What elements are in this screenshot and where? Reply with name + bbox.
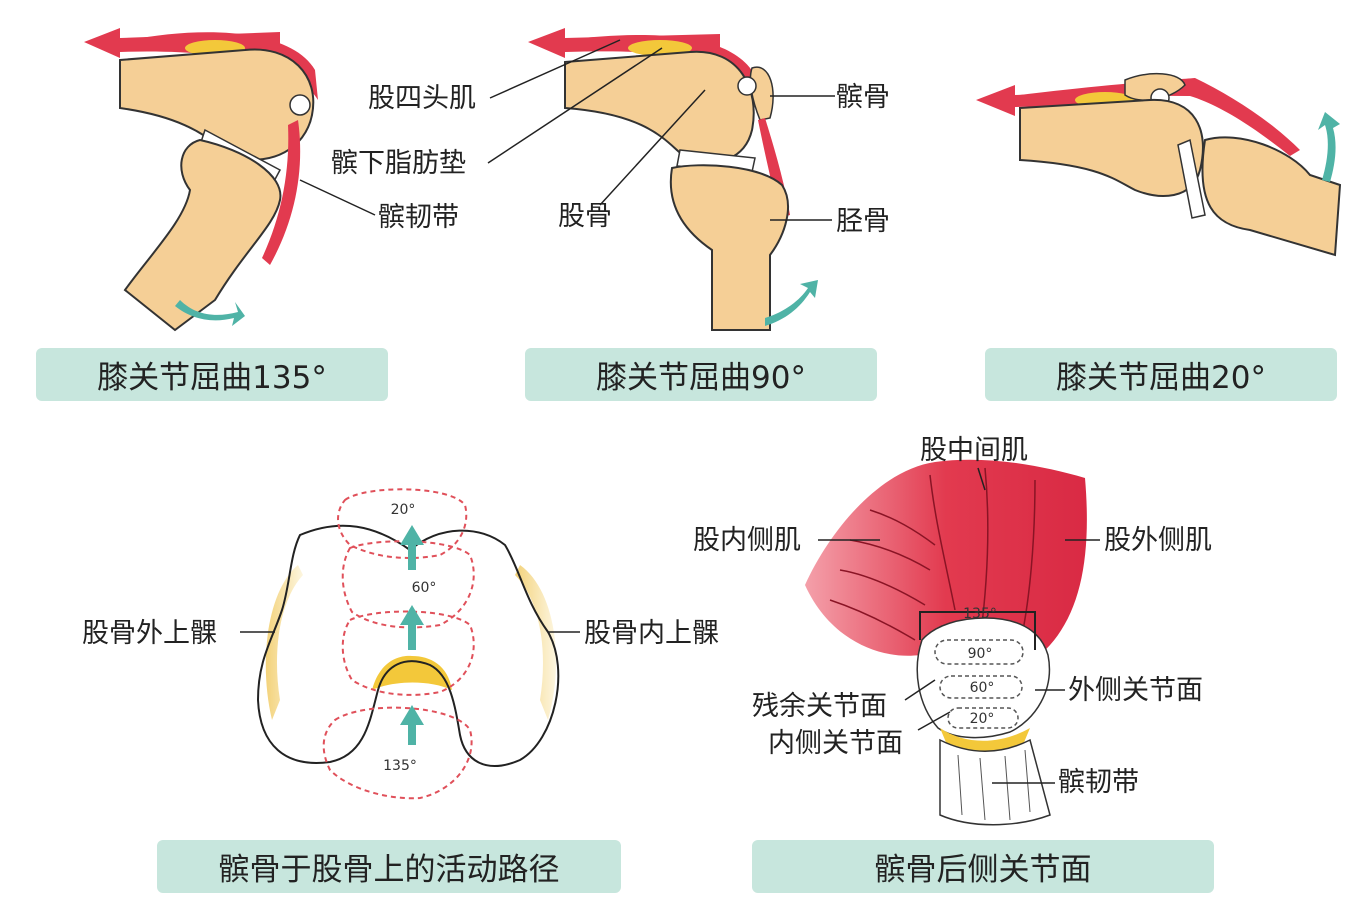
angle-label-60: 60° xyxy=(970,680,995,696)
lateral-epicondyle-shade xyxy=(266,565,303,720)
panel-patellar-facets: 135° 90° 60° 20° xyxy=(805,460,1100,825)
label-tibia: 胫骨 xyxy=(836,208,890,235)
label-infrapatellar-fat-pad: 髌下脂肪垫 xyxy=(331,150,466,177)
panel-patellar-path: 20° 60° 135° xyxy=(240,489,580,798)
panel-flexion-135 xyxy=(84,28,318,330)
tracking-arrow-20 xyxy=(400,525,424,570)
label-vastus-medialis: 股内侧肌 xyxy=(693,527,801,554)
caption-flexion-135: 膝关节屈曲135° xyxy=(36,348,388,401)
label-quadriceps: 股四头肌 xyxy=(368,85,476,112)
tibia xyxy=(125,140,280,330)
angle-label-60: 60° xyxy=(412,580,437,596)
medial-epicondyle-shade xyxy=(515,565,556,720)
patella-marker xyxy=(738,77,756,95)
label-medial-epicondyle: 股骨内上髁 xyxy=(584,620,719,647)
label-femur: 股骨 xyxy=(558,203,612,230)
patella-outline-20 xyxy=(338,489,466,558)
tibia xyxy=(671,165,788,330)
angle-label-20: 20° xyxy=(391,502,416,518)
patella-positions xyxy=(324,489,474,798)
rotation-arrow xyxy=(1318,112,1340,182)
tracking-arrows xyxy=(400,525,424,745)
angle-label-135: 135° xyxy=(963,606,997,622)
angle-label-90: 90° xyxy=(968,646,993,662)
panel-flexion-20 xyxy=(976,74,1340,255)
tibia xyxy=(1202,137,1340,255)
label-vastus-lateralis: 股外侧肌 xyxy=(1104,527,1212,554)
rotation-arrow xyxy=(765,280,818,326)
label-patellar-ligament-facets: 髌韧带 xyxy=(1058,769,1139,796)
angle-label-20: 20° xyxy=(970,711,995,727)
panel-flexion-90 xyxy=(300,28,835,330)
patella xyxy=(290,95,310,115)
caption-flexion-20: 膝关节屈曲20° xyxy=(985,348,1337,401)
femur xyxy=(565,52,754,163)
caption-patellar-facets: 髌骨后侧关节面 xyxy=(752,840,1214,893)
label-patella: 髌骨 xyxy=(836,84,890,111)
label-patellar-ligament: 髌韧带 xyxy=(378,204,459,231)
label-vastus-intermedius: 股中间肌 xyxy=(920,437,1028,464)
caption-flexion-90: 膝关节屈曲90° xyxy=(525,348,877,401)
label-lateral-epicondyle: 股骨外上髁 xyxy=(82,620,217,647)
angle-label-135: 135° xyxy=(383,758,417,774)
label-lateral-facet: 外侧关节面 xyxy=(1068,677,1203,704)
femur xyxy=(1020,100,1203,196)
tracking-arrow-135 xyxy=(400,705,424,745)
caption-patellar-path: 髌骨于股骨上的活动路径 xyxy=(157,840,621,893)
patella-outline-135 xyxy=(324,708,472,799)
label-medial-facet: 内侧关节面 xyxy=(768,730,903,757)
label-odd-facet: 残余关节面 xyxy=(752,693,887,720)
